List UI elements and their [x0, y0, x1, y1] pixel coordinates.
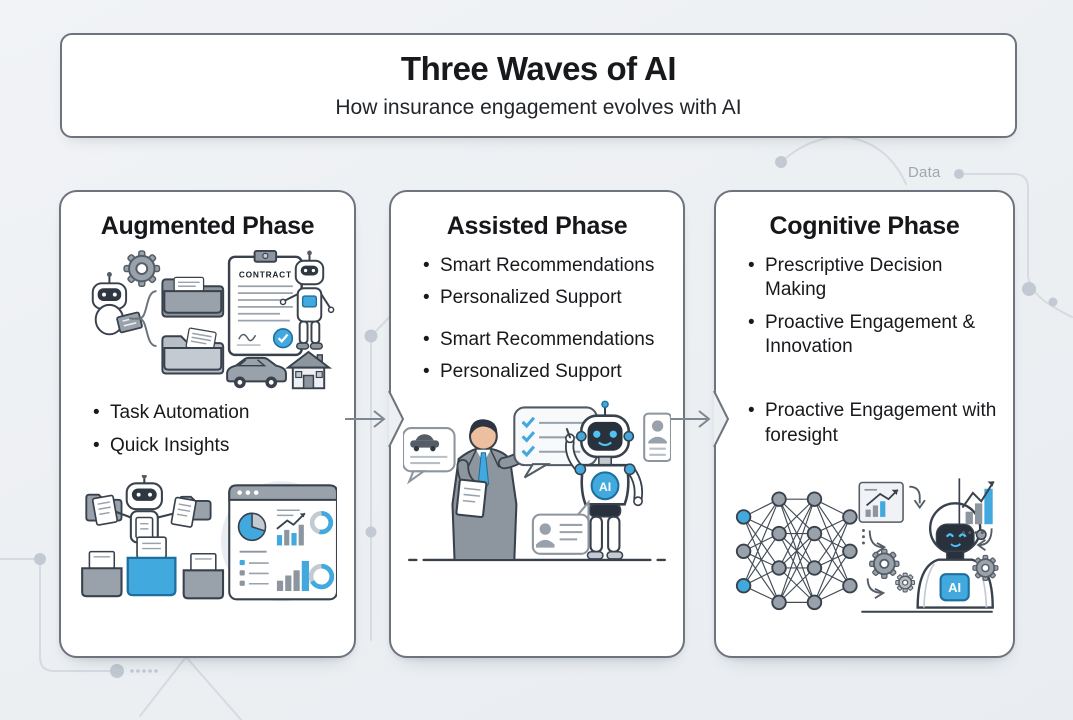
- bullet-item: Proactive Engagement & Innovation: [748, 311, 999, 360]
- phase-card-cognitive: Cognitive Phase Prescriptive Decision Ma…: [714, 190, 1015, 658]
- trend-chart-icon: [276, 509, 306, 546]
- bullet-item: Quick Insights: [93, 434, 340, 459]
- gear-icon: [869, 548, 900, 579]
- robot-dashboard-scene: [81, 474, 337, 602]
- bullet-item: Prescriptive Decision Making: [748, 254, 999, 303]
- document-icon: [455, 478, 488, 519]
- contract-label: CONTRACT: [239, 269, 292, 279]
- flow-arrow: [962, 528, 993, 551]
- donut-chart-icon: [309, 510, 334, 535]
- pie-chart-icon: [237, 512, 267, 541]
- phase-card-assisted: Assisted Phase Smart Recommendations Per…: [389, 190, 685, 658]
- kpi-donut-icon: [308, 563, 335, 590]
- connector-bracket: [129, 290, 157, 348]
- title-card: Three Waves of AI How insurance engageme…: [60, 33, 1017, 138]
- flow-arrow: [861, 528, 887, 553]
- chevron-notch: [714, 391, 728, 447]
- bar-chart-icon: [276, 560, 310, 591]
- ai-robot: AI: [565, 400, 644, 560]
- car-chat-bubble: [403, 427, 456, 485]
- bullet-list: Prescriptive Decision Making Proactive E…: [716, 254, 1013, 448]
- phase-card-augmented: Augmented Phase: [59, 190, 356, 658]
- ai-robot-bust-group: AI: [858, 478, 999, 613]
- svg-text:AI: AI: [599, 480, 611, 494]
- card-title: Assisted Phase: [446, 212, 628, 240]
- neural-network-icon: [735, 491, 858, 610]
- flow-arrow: [909, 485, 921, 504]
- cognitive-illustration: AI: [716, 470, 1013, 626]
- bullet-item: Personalized Support: [423, 360, 669, 385]
- flow-arrow-2: [671, 390, 730, 448]
- decor-node-dots: [34, 156, 1058, 678]
- growth-chart-icon: [958, 478, 995, 525]
- gear-icon: [123, 250, 161, 287]
- folder-icon: [161, 276, 225, 318]
- card-title: Augmented Phase: [100, 212, 315, 240]
- mini-chart-card: [858, 481, 904, 523]
- augmented-top-illustration: CONTRACT: [61, 248, 354, 391]
- document-icon: [170, 496, 197, 528]
- ai-badge: AI: [939, 573, 970, 602]
- bullet-list: Task Automation Quick Insights: [61, 401, 354, 458]
- advisor-robot-scene: AI: [403, 400, 671, 562]
- bullet-item: Smart Recommendations: [423, 254, 669, 279]
- flow-arrow-1: [345, 390, 405, 448]
- robot-contract-scene: CONTRACT: [91, 249, 335, 390]
- file-tray-icon: [81, 550, 123, 598]
- profile-card-icon: [643, 412, 671, 463]
- card-title: Cognitive Phase: [769, 212, 960, 240]
- ai-robot-bust: AI: [916, 502, 994, 609]
- page-subtitle: How insurance engagement evolves with AI: [335, 96, 742, 120]
- robot-icon: [91, 272, 143, 336]
- chevron-notch: [389, 391, 403, 447]
- signature-squiggle: [238, 333, 257, 342]
- contract-clipboard: CONTRACT: [227, 249, 303, 357]
- page-title: Three Waves of AI: [400, 49, 677, 87]
- bullet-list: Smart Recommendations Personalized Suppo…: [391, 254, 683, 385]
- checklist-icon: [239, 550, 269, 586]
- svg-text:AI: AI: [948, 580, 961, 595]
- bullet-item: Task Automation: [93, 401, 340, 426]
- folder-open-icon: [161, 327, 225, 375]
- standing-robot-icon: [279, 250, 335, 350]
- seal-check-icon: [272, 328, 294, 349]
- checklist-chat-bubble: [513, 406, 598, 479]
- bullet-item: Personalized Support: [423, 286, 669, 311]
- robot-with-documents: [91, 474, 197, 544]
- arrow-head: [698, 410, 711, 428]
- flow-arrow: [866, 578, 883, 594]
- neural-network-robot-scene: AI: [735, 478, 999, 613]
- data-label: Data: [908, 164, 941, 181]
- car-icon: [226, 356, 287, 389]
- bullet-item: Proactive Engagement with foresight: [748, 399, 999, 448]
- advisor-person: [451, 419, 549, 562]
- dashboard-window: [228, 484, 337, 601]
- arrow-head: [373, 410, 386, 428]
- ai-badge: AI: [590, 471, 620, 501]
- file-tray-icon: [182, 552, 225, 600]
- augmented-bottom-illustration: [61, 474, 354, 610]
- file-tray-blue-icon: [126, 536, 177, 597]
- assisted-illustration: AI: [391, 393, 683, 573]
- profile-chat-bubble: [531, 499, 590, 556]
- gear-icon: [972, 554, 999, 581]
- bullet-item: Smart Recommendations: [423, 328, 669, 353]
- gear-small-icon: [895, 572, 916, 593]
- house-icon: [285, 350, 333, 390]
- document-icon: [91, 494, 118, 526]
